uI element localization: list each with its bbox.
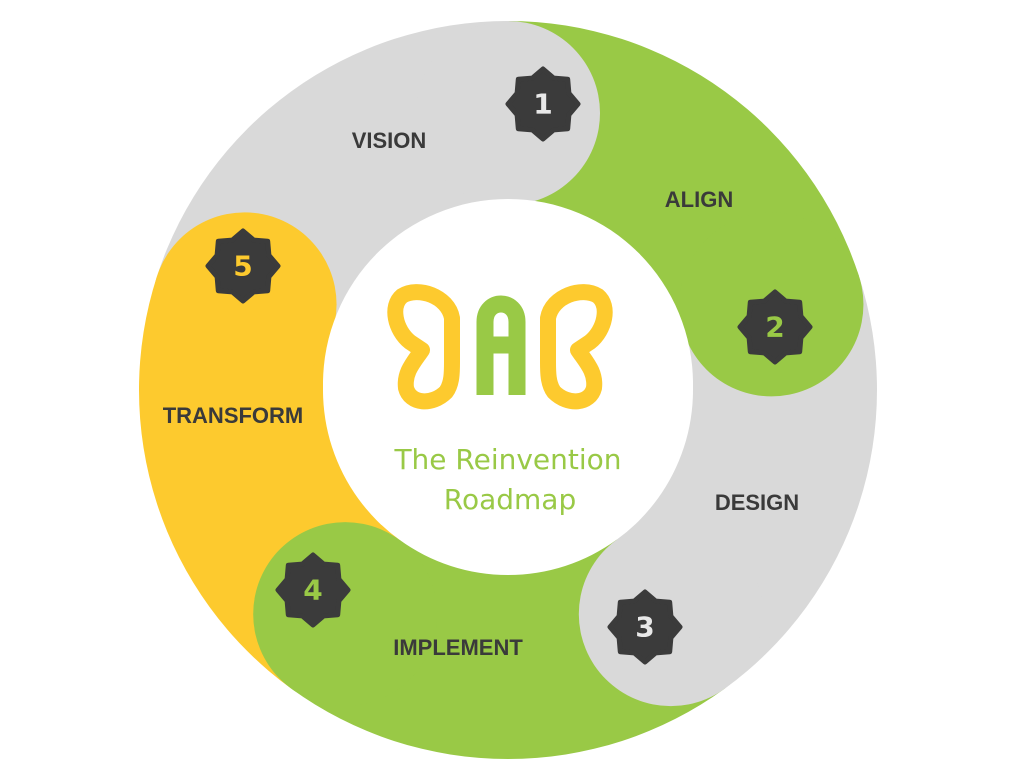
logo-left-wing bbox=[387, 284, 460, 410]
star-badge-icon bbox=[275, 552, 351, 628]
logo-letter-a bbox=[476, 295, 526, 395]
step-number: 4 bbox=[303, 574, 322, 607]
stage-label-vision: VISION bbox=[352, 128, 427, 153]
step-number: 3 bbox=[635, 611, 654, 644]
lobe-implement bbox=[253, 522, 438, 707]
star-badge-icon bbox=[205, 228, 281, 304]
stage-label-design: DESIGN bbox=[715, 490, 799, 515]
step-number: 2 bbox=[765, 311, 784, 344]
step-badge-3: 3 bbox=[607, 589, 683, 665]
star-badge-icon bbox=[505, 66, 581, 142]
logo-right-wing bbox=[540, 284, 613, 410]
star-badge-icon bbox=[607, 589, 683, 665]
title-line-1: The Reinvention bbox=[393, 443, 621, 476]
title-line-2: Roadmap bbox=[444, 483, 576, 516]
lobe-vision bbox=[416, 21, 600, 205]
stage-label-implement: IMPLEMENT bbox=[393, 635, 523, 660]
lobe-transform bbox=[152, 212, 337, 397]
logo bbox=[387, 284, 613, 410]
stage-label-align: ALIGN bbox=[665, 187, 733, 212]
step-badge-4: 4 bbox=[275, 552, 351, 628]
step-number: 1 bbox=[533, 88, 552, 121]
star-badge-icon bbox=[737, 289, 813, 365]
stage-label-transform: TRANSFORM bbox=[163, 403, 304, 428]
step-badge-2: 2 bbox=[737, 289, 813, 365]
step-number: 5 bbox=[233, 250, 252, 283]
step-badge-5: 5 bbox=[205, 228, 281, 304]
step-badge-1: 1 bbox=[505, 66, 581, 142]
